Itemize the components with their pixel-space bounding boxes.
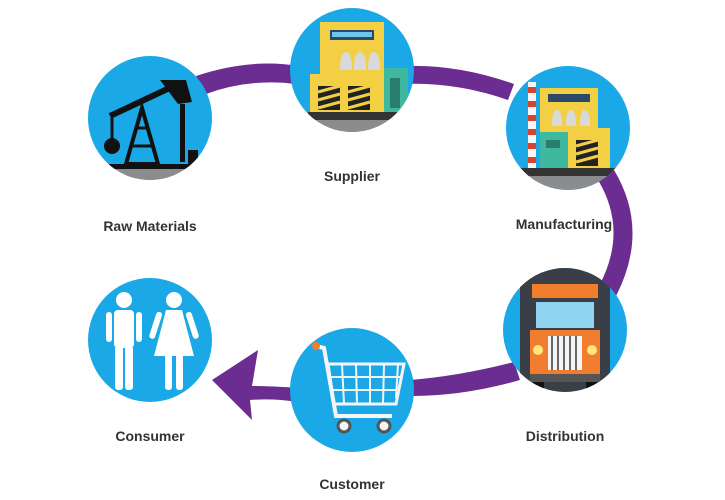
raw-materials-node xyxy=(88,56,212,180)
arrow-manufacturing-to-distribution xyxy=(598,170,633,296)
manufacturing-plant-icon xyxy=(506,82,630,190)
distribution-node xyxy=(503,268,627,392)
arrow-raw-to-supplier xyxy=(196,63,298,94)
arrow-distribution-to-customer xyxy=(410,362,520,396)
customer-label: Customer xyxy=(319,476,385,492)
raw-materials-label: Raw Materials xyxy=(103,218,197,234)
shopping-cart-icon xyxy=(312,342,406,434)
oil-pump-icon xyxy=(88,80,212,180)
truck-icon xyxy=(520,268,610,392)
supplier-node xyxy=(290,8,414,132)
distribution-label: Distribution xyxy=(525,428,605,444)
customer-node xyxy=(290,328,414,452)
supplier-label: Supplier xyxy=(323,168,381,184)
consumer-node xyxy=(88,278,212,402)
flow-arrows xyxy=(196,63,633,420)
manufacturing-node xyxy=(506,66,630,190)
people-icon xyxy=(106,292,199,390)
arrow-customer-to-consumer xyxy=(212,350,300,420)
consumer-label: Consumer xyxy=(115,428,185,444)
arrow-supplier-to-manufacturing xyxy=(404,65,514,100)
manufacturing-label: Manufacturing xyxy=(515,216,613,232)
